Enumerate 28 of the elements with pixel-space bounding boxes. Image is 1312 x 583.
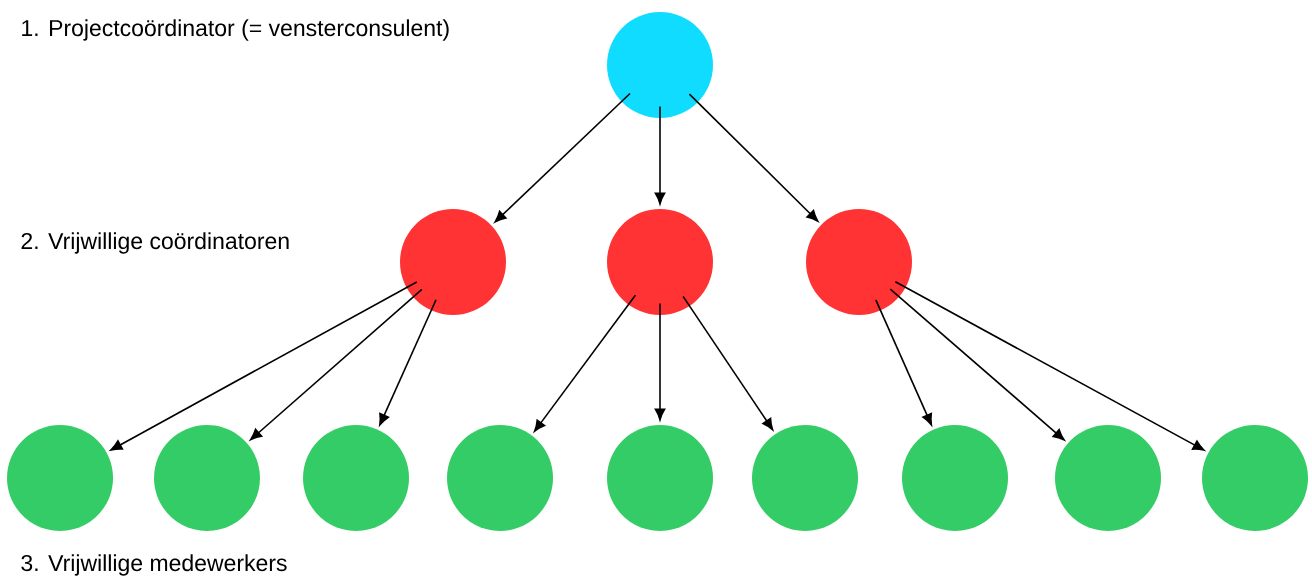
circle	[303, 425, 409, 531]
circle	[806, 209, 912, 315]
circle	[607, 425, 713, 531]
level-label: 1. Projectcoördinator (= vensterconsulent)	[22, 19, 449, 41]
arrow	[894, 281, 1205, 451]
arrow	[110, 281, 418, 451]
arrow	[379, 298, 437, 426]
circle	[1202, 425, 1308, 531]
circle	[154, 425, 260, 531]
circle	[7, 425, 113, 531]
arrow	[682, 295, 774, 431]
circle	[607, 209, 713, 315]
arrow	[889, 288, 1065, 441]
arrow	[688, 93, 819, 222]
arrow	[875, 299, 933, 426]
circle	[902, 425, 1008, 531]
circle	[752, 425, 858, 531]
arrow	[654, 105, 666, 205]
circle	[447, 425, 553, 531]
circle	[400, 209, 506, 315]
arrow	[533, 294, 637, 432]
level-label: 2. Vrijwillige coördinatoren	[21, 232, 289, 254]
circle	[1055, 425, 1161, 531]
circle	[607, 12, 713, 118]
arrow	[250, 288, 423, 441]
arrow	[654, 302, 666, 421]
arrow	[494, 92, 631, 223]
level-label: 3. Vrijwillige medewerkers	[21, 554, 287, 576]
